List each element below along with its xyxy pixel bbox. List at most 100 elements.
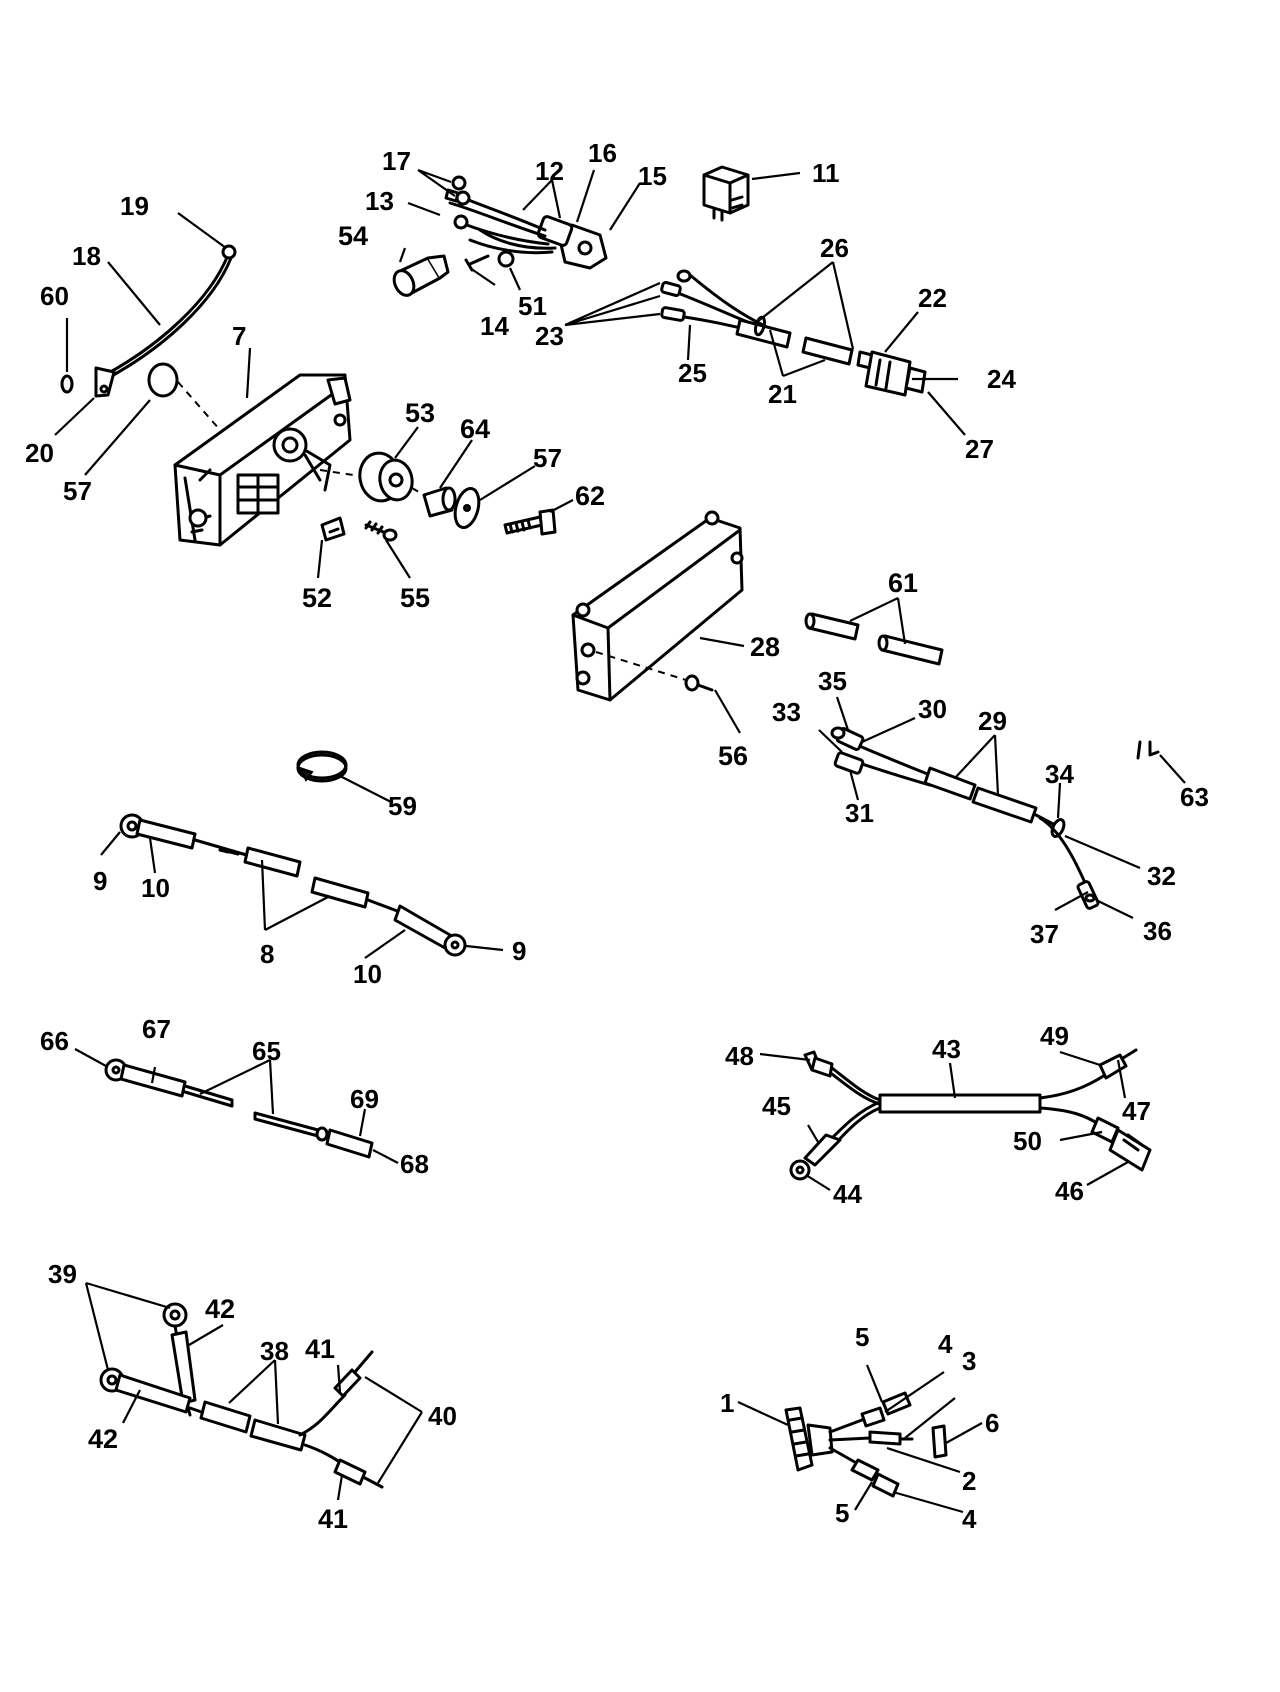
callout-56: 56	[718, 741, 748, 771]
callout-34: 34	[1045, 759, 1074, 789]
callout-38: 38	[260, 1336, 289, 1366]
part-ground-wire	[60, 244, 237, 398]
part-y-harness	[789, 1048, 1152, 1181]
part-plug-cap	[392, 254, 450, 297]
callout-15: 15	[638, 161, 667, 191]
callout-17: 17	[382, 146, 411, 176]
callout-36: 36	[1143, 916, 1172, 946]
part-module	[571, 510, 744, 702]
callout-59: 59	[388, 791, 417, 821]
callout-37: 37	[1030, 919, 1059, 949]
callout-9-right: 9	[512, 936, 526, 966]
part-battery-cable	[119, 813, 467, 957]
callout-45: 45	[762, 1091, 791, 1121]
part-housing	[173, 373, 352, 547]
callout-12: 12	[535, 156, 564, 186]
callout-42-upper: 42	[205, 1294, 235, 1324]
callout-51: 51	[518, 291, 547, 321]
callout-57-left: 57	[63, 476, 92, 506]
callout-42-lower: 42	[88, 1424, 118, 1454]
callout-67: 67	[142, 1014, 171, 1044]
callout-5-upper: 5	[855, 1322, 869, 1352]
callout-20: 20	[25, 438, 54, 468]
callout-41-lower: 41	[318, 1504, 348, 1534]
callout-22: 22	[918, 283, 947, 313]
callout-28: 28	[750, 632, 780, 662]
callout-21: 21	[768, 379, 797, 409]
callout-53: 53	[405, 398, 435, 428]
callout-23: 23	[535, 321, 564, 351]
callout-25: 25	[678, 358, 707, 388]
callout-60: 60	[40, 281, 69, 311]
callout-16: 16	[588, 138, 617, 168]
callout-labels: 1 2 3 4 4 5 5 6 7 8 9 9 10 10 11 12 13 1…	[25, 138, 1209, 1534]
leader-lines	[54, 168, 1186, 1514]
callout-50: 50	[1013, 1126, 1042, 1156]
part-bushing	[358, 451, 414, 503]
callout-24: 24	[987, 364, 1016, 394]
callout-44: 44	[833, 1179, 862, 1209]
part-connector-harness	[660, 269, 927, 397]
part-grommet-terminals	[784, 1391, 948, 1498]
callout-10-left: 10	[141, 873, 170, 903]
callout-26: 26	[820, 233, 849, 263]
part-spacer	[422, 486, 457, 518]
callout-39: 39	[48, 1259, 77, 1289]
callout-9-left: 9	[93, 866, 107, 896]
part-ignition-harness	[444, 175, 608, 272]
callout-54: 54	[338, 221, 368, 251]
callout-64: 64	[460, 414, 490, 444]
callout-69: 69	[350, 1084, 379, 1114]
callout-65: 65	[252, 1036, 281, 1066]
callout-3: 3	[962, 1346, 976, 1376]
callout-30: 30	[918, 694, 947, 724]
callout-61: 61	[888, 568, 918, 598]
part-hook	[1136, 740, 1160, 760]
callout-2: 2	[962, 1466, 976, 1496]
callout-6: 6	[985, 1408, 999, 1438]
callout-68: 68	[400, 1149, 429, 1179]
callout-14: 14	[480, 311, 509, 341]
callout-57-right: 57	[533, 443, 562, 473]
part-screw-module	[684, 674, 714, 692]
callout-19: 19	[120, 191, 149, 221]
callout-31: 31	[845, 798, 874, 828]
part-bolt	[503, 508, 557, 536]
callout-41-upper: 41	[305, 1334, 335, 1364]
callout-8: 8	[260, 939, 274, 969]
callout-66: 66	[40, 1026, 69, 1056]
part-washer-right	[453, 486, 481, 530]
callout-47: 47	[1122, 1096, 1151, 1126]
callout-1: 1	[720, 1388, 734, 1418]
part-hose-clamp	[296, 750, 348, 783]
part-screw	[364, 520, 398, 542]
callout-27: 27	[965, 434, 994, 464]
callout-5-lower: 5	[835, 1498, 849, 1528]
callout-33: 33	[772, 697, 801, 727]
part-relay	[702, 165, 750, 222]
callout-49: 49	[1040, 1021, 1069, 1051]
callout-48: 48	[725, 1041, 754, 1071]
callout-4-lower: 4	[962, 1504, 977, 1534]
callout-10-right: 10	[353, 959, 382, 989]
callout-11: 11	[812, 158, 840, 188]
callout-46: 46	[1055, 1176, 1084, 1206]
callout-55: 55	[400, 583, 430, 613]
callout-18: 18	[72, 241, 101, 271]
callout-63: 63	[1180, 782, 1209, 812]
part-sensor-harness	[830, 726, 1100, 910]
callout-13: 13	[365, 186, 394, 216]
callout-29: 29	[978, 706, 1007, 736]
callout-4-upper: 4	[938, 1329, 953, 1359]
part-battery-leads	[99, 1302, 384, 1489]
callout-52: 52	[302, 583, 332, 613]
callout-7: 7	[232, 321, 246, 351]
callout-43: 43	[932, 1034, 961, 1064]
callout-62: 62	[575, 481, 605, 511]
callout-40: 40	[428, 1401, 457, 1431]
part-sleeves	[804, 612, 944, 666]
part-grommet-left	[147, 362, 179, 398]
part-clip	[320, 516, 346, 542]
callout-32: 32	[1147, 861, 1176, 891]
